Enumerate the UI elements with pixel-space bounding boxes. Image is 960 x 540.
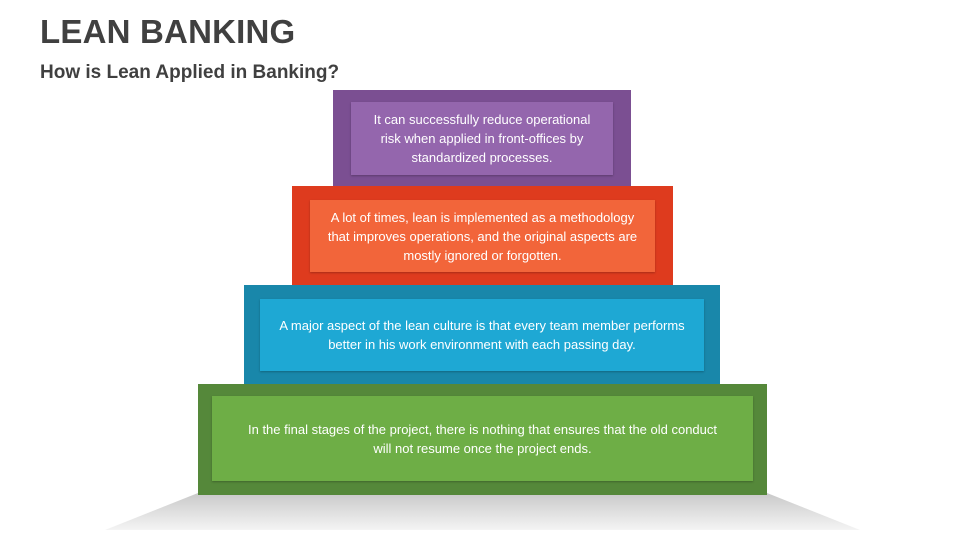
pyramid-tier-top-panel: It can successfully reduce operational r… [351, 102, 613, 175]
pyramid-tier-third-panel: A major aspect of the lean culture is th… [260, 299, 704, 371]
pyramid-tier-bottom: In the final stages of the project, ther… [198, 384, 767, 495]
pyramid-tier-top: It can successfully reduce operational r… [333, 90, 631, 187]
pyramid-tier-bottom-text: In the final stages of the project, ther… [247, 421, 718, 456]
pyramid-tier-bottom-panel: In the final stages of the project, ther… [212, 396, 753, 481]
pyramid-tier-third: A major aspect of the lean culture is th… [244, 285, 720, 385]
pyramid-tier-second-text: A lot of times, lean is implemented as a… [327, 209, 638, 263]
slide-title: LEAN BANKING [40, 13, 296, 50]
pyramid-tier-second-panel: A lot of times, lean is implemented as a… [310, 200, 655, 272]
pyramid-tier-top-text: It can successfully reduce operational r… [373, 112, 591, 165]
pyramid-tier-second: A lot of times, lean is implemented as a… [292, 186, 673, 286]
pyramid-tier-third-text: A major aspect of the lean culture is th… [279, 318, 685, 352]
pyramid-base-shadow [105, 493, 860, 530]
slide-subtitle: How is Lean Applied in Banking? [40, 62, 340, 83]
